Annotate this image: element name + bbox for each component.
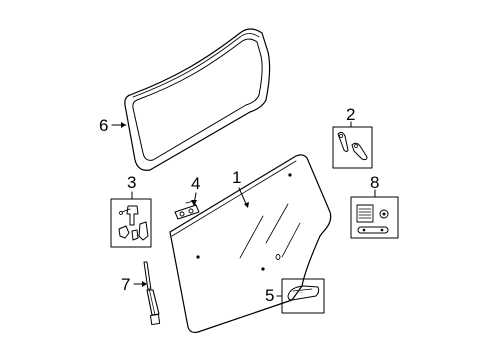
hinge-kit-box (332, 126, 373, 169)
callout-1-label: 1 (232, 168, 241, 187)
callout-5: 5 (265, 286, 283, 305)
rear-window-glass (169, 154, 332, 334)
callout-6-label: 6 (99, 116, 108, 135)
callout-5-label: 5 (265, 286, 274, 305)
glass-mount-hole (288, 173, 292, 177)
callout-7-label: 7 (121, 275, 130, 294)
callout-7: 7 (121, 275, 147, 294)
callout-3-label: 3 (127, 173, 136, 192)
callout-8: 8 (370, 173, 379, 198)
callout-2-label: 2 (346, 105, 355, 124)
callout-4-label: 4 (191, 174, 200, 193)
nameplate-box: ~~~ (281, 278, 325, 314)
callout-3: 3 (127, 173, 136, 200)
glass-mount-hole (261, 267, 265, 271)
callout-2: 2 (346, 105, 355, 128)
bracket-kit-box (110, 198, 152, 248)
callout-4: 4 (191, 174, 200, 206)
emblem-kit-box (350, 196, 399, 239)
callout-8-label: 8 (370, 173, 379, 192)
callout-1: 1 (232, 168, 249, 208)
weatherstrip-seal (124, 28, 271, 171)
glass-mount-hole (196, 255, 200, 259)
lift-support-strut (143, 261, 161, 326)
grommet-center (382, 212, 386, 216)
nameplate-mark: ~~~ (296, 290, 304, 295)
callout-6: 6 (99, 116, 127, 135)
